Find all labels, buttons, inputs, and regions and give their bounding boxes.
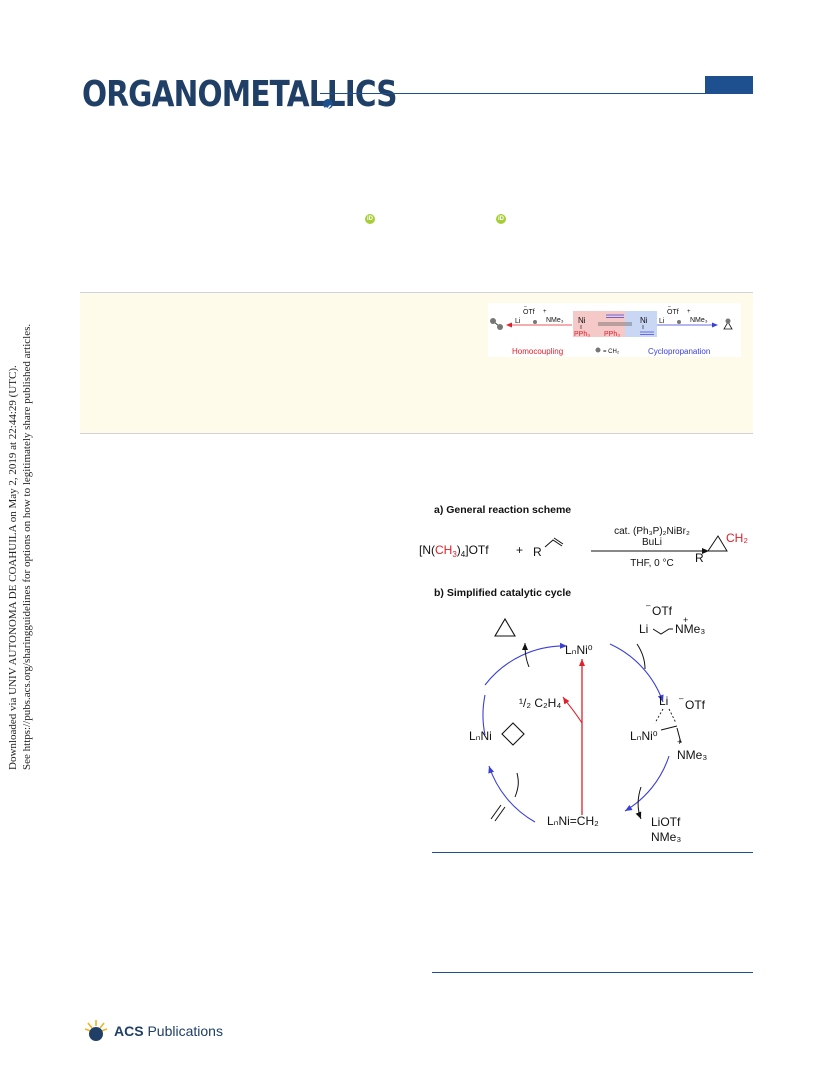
toc-nme3-right: NMe₃ [690,317,708,324]
toc-li-right: Li [659,318,665,325]
conditions-label: THF, 0 °C [630,558,673,569]
download-notice: Downloaded via UNIV AUTONOMA DE COAHUILA… [2,324,42,770]
toc-plus-right: + [687,309,691,315]
toc-blue-box [625,311,657,337]
toc-ni-left: Ni [578,316,586,325]
scheme-part-a-title: a) General reaction scheme [434,504,571,516]
byproduct-liotf: LiOTf [651,815,681,829]
header-tab [705,76,753,93]
orcid-icon[interactable]: iD [365,214,375,224]
check-badge-icon [323,99,333,111]
byproduct-nme3: NMe₃ [651,830,681,844]
acs-logo-icon [84,1018,108,1042]
toc-graphic: Ni Ni PPh₃ PPh₃ – OTf + Li NMe₃ – OTf + … [488,303,741,357]
toc-pph3-left: PPh₃ [574,331,590,338]
toc-minus-left: – [524,304,527,310]
ethylene-half-label: ¹/₂ C₂H₄ [519,696,561,710]
scheme-bottom-rule [432,852,753,853]
complex-ni0-top: LₙNi⁰ [565,643,593,657]
toc-key-label: = CH₂ [603,349,620,355]
toc-plus-left: + [543,309,547,315]
toc-pph3-right: PPh₃ [604,331,620,338]
toc-minus-right: – [668,304,671,310]
intermediate-nme3: NMe₃ [677,748,707,762]
intermediate-plus: + [677,737,682,747]
ylide-otf: OTf [652,604,673,618]
intermediate-otf: OTf [685,698,706,712]
intermediate-ni: LₙNi⁰ [630,729,658,743]
toc-ni-right: Ni [640,316,648,325]
catalyst-label: cat. (Ph₃P)₂NiBr₂ [614,526,690,537]
scheme-part-b-title: b) Simplified catalytic cycle [434,587,571,599]
complex-ni-carbene: LₙNi=CH₂ [547,814,599,828]
product-ch2: CH₂ [726,531,748,545]
ylide-minus: – [646,601,651,610]
download-notice-line1: Downloaded via UNIV AUTONOMA DE COAHUILA… [7,365,19,770]
toc-ch2-ball [677,320,681,324]
journal-logo: ORGANOMETALLICS [82,74,398,115]
base-label: BuLi [642,537,662,548]
intermediate-minus: – [679,694,684,703]
reaction-scheme: a) General reaction scheme [N(CH3)4]OTf … [415,497,755,847]
toc-ch2-ball [533,320,537,324]
publisher-name[interactable]: ACS Publications [114,1023,223,1039]
download-notice-line2[interactable]: See https://pubs.acs.org/sharingguidelin… [21,324,33,770]
plus-sign: + [516,543,523,557]
complex-nickelacyclobutane: LₙNi [469,729,492,743]
column-rule [432,972,753,973]
toc-li-left: Li [515,318,521,325]
toc-homocoupling-label: Homocoupling [512,347,563,356]
orcid-icon[interactable]: iD [496,214,506,224]
r-group: R [533,545,542,559]
ylide-li: Li [639,622,648,636]
ylide-nme3: NMe₃ [675,622,705,636]
cyclopropane-icon [494,617,516,637]
reagent-salt: [N(CH3)4]OTf [419,543,489,559]
header-rule [320,93,753,94]
toc-otf-left: OTf [523,309,535,316]
toc-otf-right: OTf [667,309,679,316]
intermediate-li: Li [659,694,668,708]
ylide-plus: + [683,615,688,625]
product-r: R [695,551,704,565]
toc-cyclopropanation-label: Cyclopropanation [648,347,710,356]
toc-nme3-left: NMe₃ [546,317,564,324]
